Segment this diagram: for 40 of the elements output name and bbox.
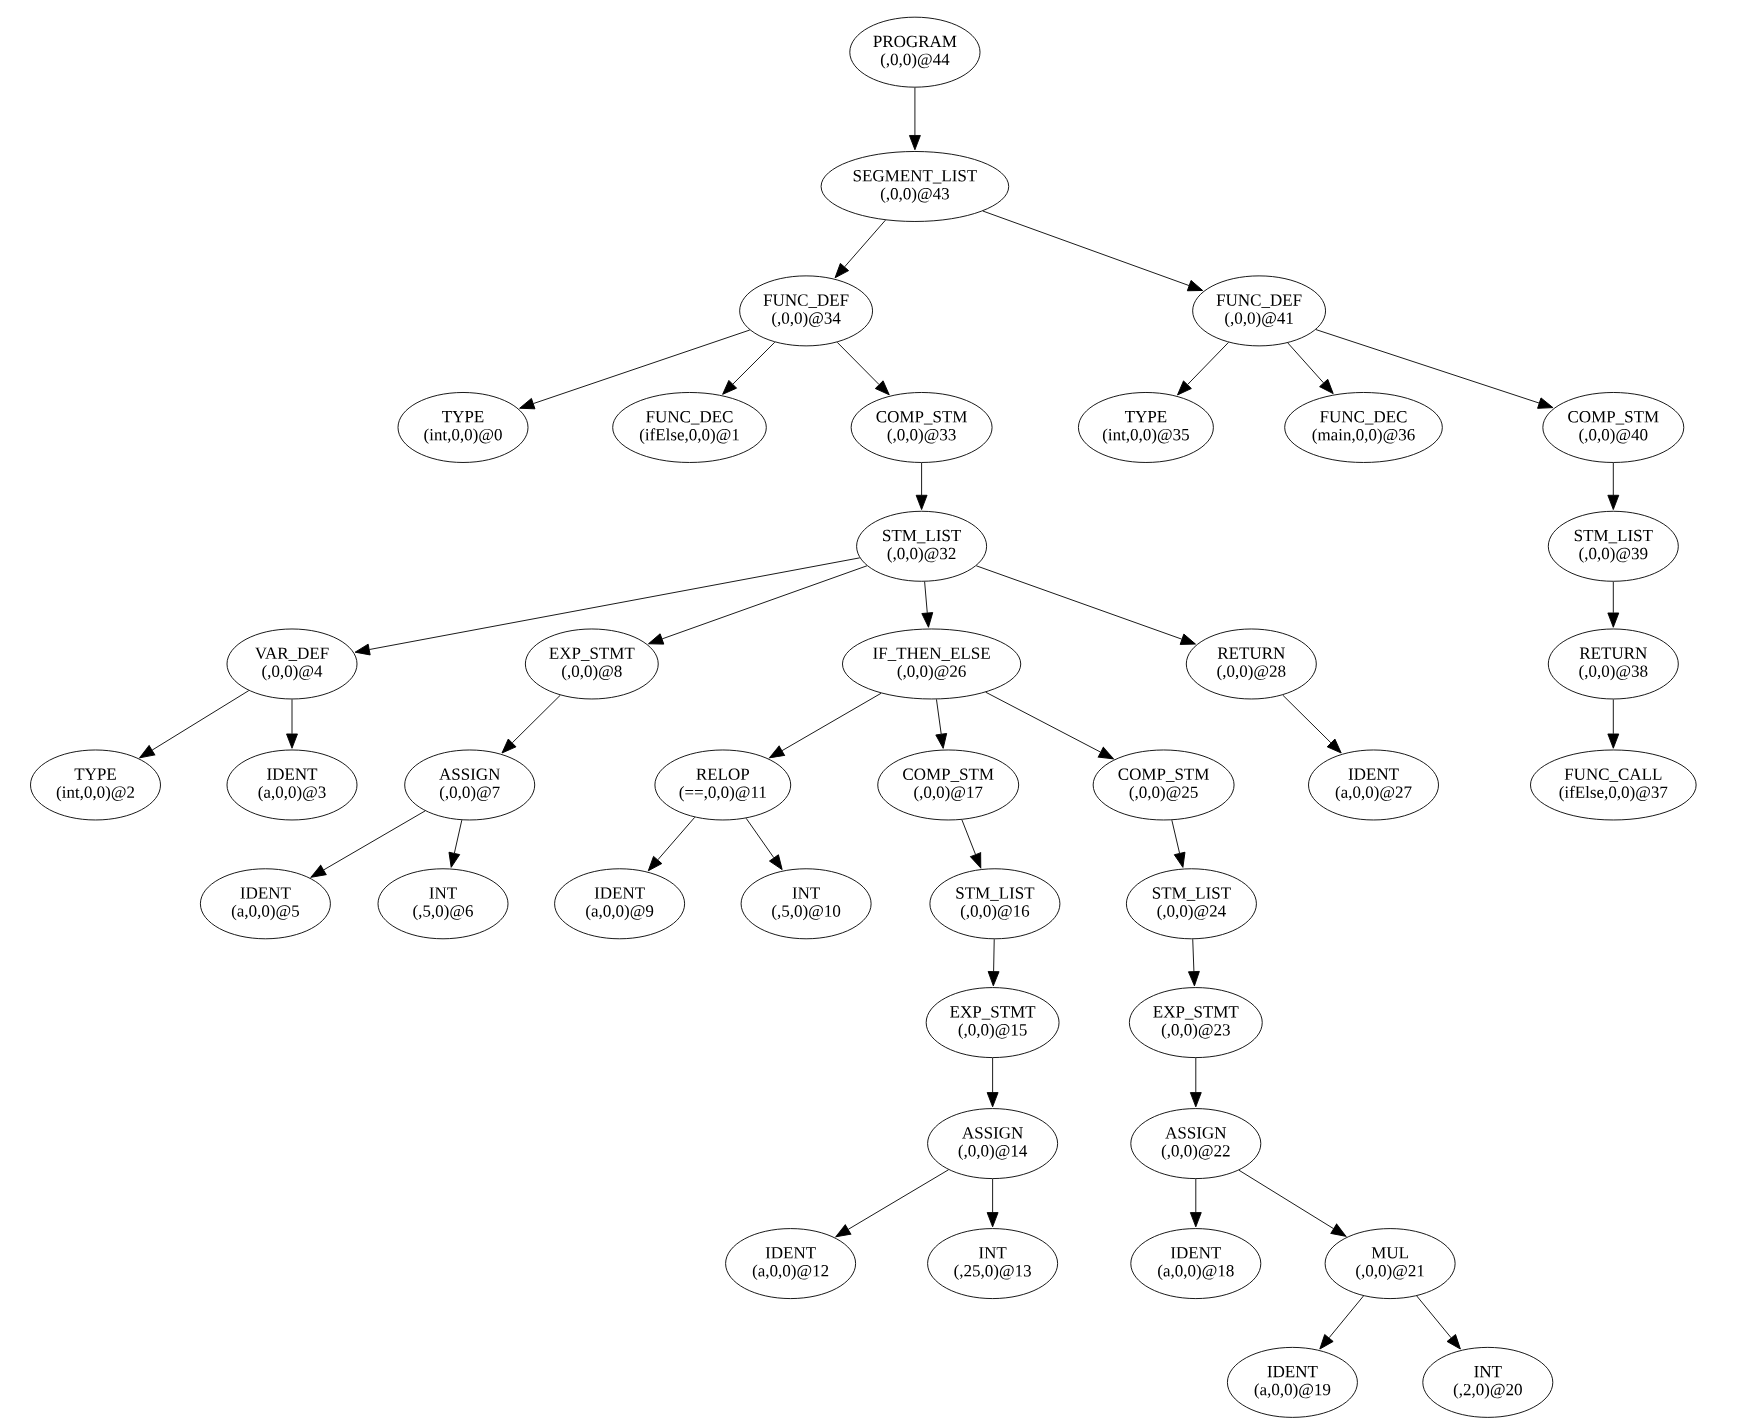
arrow (354, 557, 861, 656)
arrow (834, 219, 886, 279)
arrow (835, 1169, 949, 1238)
arrow (1319, 1295, 1364, 1350)
arrow (836, 341, 890, 396)
arrow (1189, 1178, 1202, 1228)
arrow (139, 690, 250, 759)
arrow (1607, 462, 1620, 510)
arrow (286, 698, 298, 749)
arrow (648, 565, 868, 645)
arrow (975, 565, 1196, 645)
arrow (1189, 1057, 1202, 1108)
arrow (915, 462, 928, 510)
arrow (1177, 341, 1229, 396)
arrow (986, 1057, 999, 1108)
arrow (986, 1178, 999, 1228)
arrow (982, 210, 1204, 292)
arrow (1607, 698, 1620, 749)
arrow (722, 341, 776, 395)
arrow (310, 810, 426, 878)
arrow (1238, 1169, 1347, 1237)
arrow (1315, 329, 1554, 409)
arrow (909, 87, 921, 151)
arrow (985, 691, 1114, 760)
arrow (448, 819, 463, 868)
arrow (1607, 581, 1620, 628)
arrow (1188, 938, 1200, 987)
arrow (961, 819, 982, 869)
arrow (745, 817, 783, 871)
arrow (769, 692, 882, 759)
arrow (1416, 1295, 1461, 1350)
arrow (921, 581, 934, 628)
arrow (935, 698, 948, 749)
arrow (1171, 819, 1186, 868)
arrow (1282, 694, 1342, 754)
arrow (1287, 342, 1334, 395)
arrow (987, 938, 1000, 987)
arrow (501, 694, 561, 754)
arrow (519, 329, 751, 410)
arrow (647, 816, 696, 872)
